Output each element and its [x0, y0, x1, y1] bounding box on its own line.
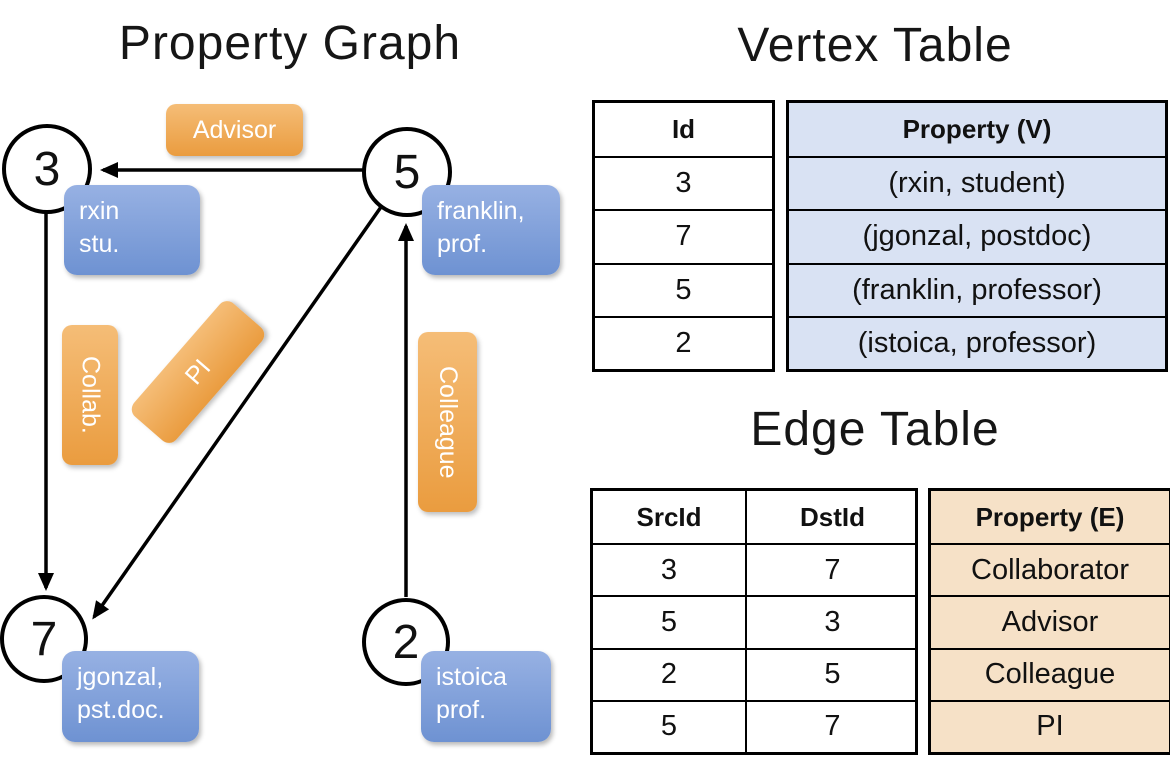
- edge-table-srcid-cell: 5: [593, 595, 745, 647]
- edge-table-property-cell: Colleague: [931, 647, 1169, 700]
- vertex-node-5: 5: [362, 127, 452, 217]
- vertex-table-header-property: Property (V): [789, 103, 1165, 157]
- edge-label-advisor-text: Advisor: [192, 115, 277, 144]
- edge-table-header-srcid: SrcId: [636, 501, 702, 532]
- edge-table-srcid-cell: 2: [593, 647, 745, 700]
- vertex-table-title: Vertex Table: [737, 19, 1013, 72]
- vertex-node-2: 2: [362, 598, 450, 686]
- vertex-table-property-column: Property (V) (rxin, student) (jgonzal, p…: [786, 100, 1168, 372]
- edge-label-advisor: Advisor: [166, 104, 303, 156]
- vertex-label-7: jgonzal, pst.doc.: [62, 651, 199, 742]
- vertex-table-id-cell: 5: [595, 262, 772, 316]
- vertex-table-id-cell: 2: [595, 315, 772, 369]
- edge-table-title: Edge Table: [750, 403, 1000, 456]
- edge-table-property-cell: Advisor: [931, 595, 1169, 648]
- edge-label-collab: Collab.: [62, 325, 118, 465]
- edge-table-id-columns: SrcId DstId 3 7 5 3 2 5 5 7: [590, 488, 918, 755]
- vertex-label-5: franklin, prof.: [422, 185, 560, 275]
- vertex-node-2-id: 2: [392, 615, 420, 669]
- edge-table-dstid-cell: 5: [745, 647, 918, 700]
- edge-5-7-arrow: [92, 205, 383, 620]
- vertex-node-7-id: 7: [30, 612, 58, 666]
- vertex-table-id-cell: 3: [595, 156, 772, 209]
- vertex-label-3: rxin stu.: [64, 185, 200, 275]
- edge-label-colleague-text: Colleague: [434, 365, 462, 479]
- vertex-label-7-line2: pst.doc.: [77, 696, 165, 724]
- edge-table-dstid-cell: 7: [745, 699, 918, 752]
- vertex-label-2-line1: istoica: [436, 663, 507, 691]
- vertex-table-header-id: Id: [671, 114, 696, 145]
- edge-table-dstid-cell: 7: [745, 543, 918, 596]
- vertex-label-5-line1: franklin,: [437, 197, 525, 225]
- vertex-label-3-line2: stu.: [79, 230, 120, 258]
- edge-table-dstid-cell: 3: [745, 595, 918, 648]
- edge-table-property-cell: Collaborator: [931, 543, 1169, 596]
- vertex-table-id-column: Id 3 7 5 2: [592, 100, 775, 372]
- property-graph-title: Property Graph: [118, 17, 462, 70]
- vertex-table-property-cell: (franklin, professor): [789, 262, 1165, 316]
- vertex-node-5-id: 5: [393, 145, 421, 199]
- vertex-label-7-line1: jgonzal,: [77, 663, 164, 691]
- vertex-label-5-line2: prof.: [437, 230, 488, 258]
- vertex-node-3-id: 3: [33, 142, 61, 196]
- vertex-label-2: istoica prof.: [421, 651, 551, 742]
- edge-label-pi-text: PI: [179, 353, 216, 390]
- vertex-label-3-line1: rxin: [79, 197, 120, 225]
- edge-table-srcid-cell: 5: [593, 699, 745, 752]
- vertex-table-property-cell: (rxin, student): [789, 156, 1165, 210]
- edge-table-srcid-cell: 3: [593, 543, 745, 595]
- vertex-table-property-cell: (jgonzal, postdoc): [789, 209, 1165, 263]
- edge-table-property-column: Property (E) Collaborator Advisor Collea…: [928, 488, 1170, 755]
- edge-label-colleague: Colleague: [418, 332, 477, 512]
- vertex-label-2-line2: prof.: [436, 696, 487, 724]
- vertex-table-property-cell: (istoica, professor): [789, 315, 1165, 369]
- edge-table-property-cell: PI: [931, 699, 1169, 752]
- vertex-table-id-cell: 7: [595, 209, 772, 262]
- edge-table-header-property: Property (E): [931, 491, 1169, 544]
- edge-label-collab-text: Collab.: [76, 356, 105, 434]
- graph-edges: [38, 162, 414, 620]
- edge-table-header-dstid: DstId: [745, 491, 918, 544]
